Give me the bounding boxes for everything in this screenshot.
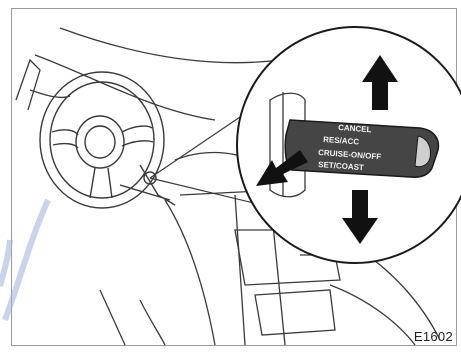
watermark-arcs [0, 200, 48, 320]
steering-wheel [40, 72, 175, 208]
figure-code: E1602 [414, 329, 453, 344]
cruise-control-lever[interactable]: CANCEL RES/ACC CRUISE-ON/OFF SET/COAST [285, 120, 438, 177]
